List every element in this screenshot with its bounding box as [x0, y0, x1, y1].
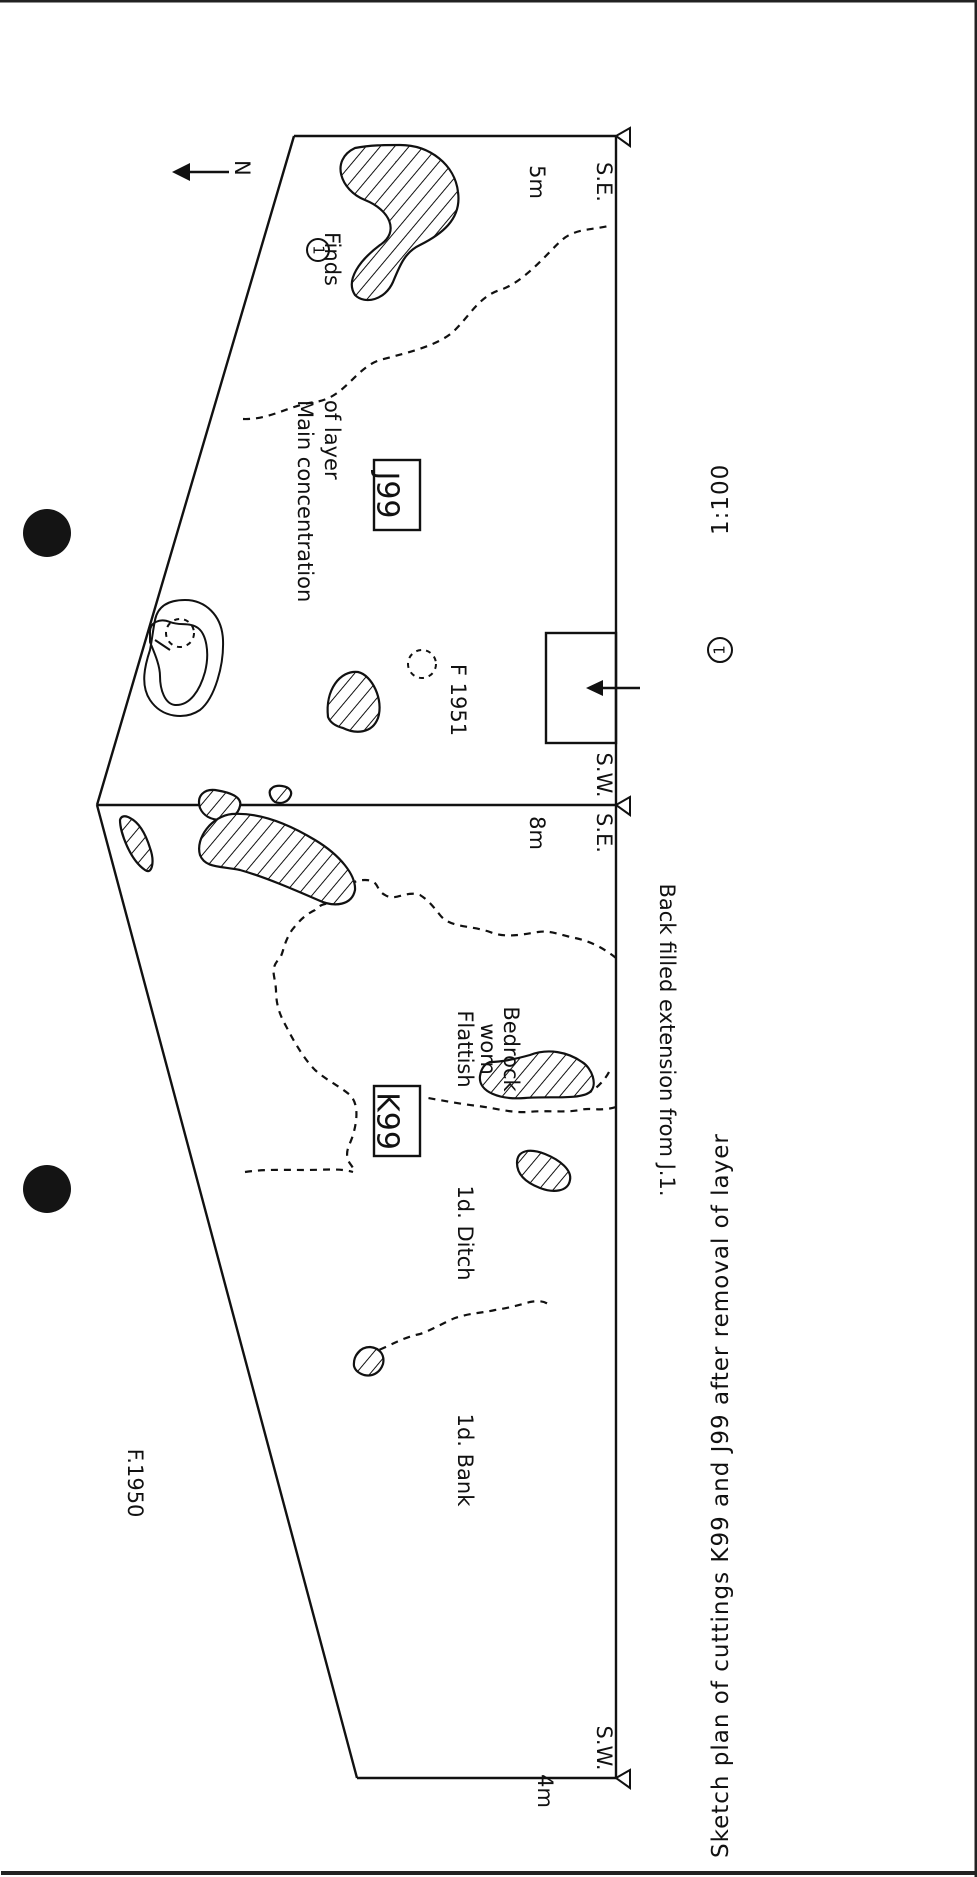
dimension-4m: 4m	[533, 1774, 557, 1808]
dimension-5m: 5m	[525, 165, 549, 199]
punch-hole-bottom	[23, 1165, 71, 1213]
north-label: N	[230, 160, 254, 176]
concentration-label-line1: Main concentration	[293, 400, 317, 602]
concentration-layer-circle: 1	[306, 238, 330, 262]
punch-hole-top	[23, 509, 71, 557]
caption-text: Sketch plan of cuttings K99 and J99 afte…	[708, 1133, 734, 1858]
bedrock-label-line2: worn	[476, 1023, 500, 1075]
corner-se-j99: S.E.	[592, 162, 616, 202]
concentration-layer-number: 1	[310, 245, 328, 255]
ditch-label: 1d. Ditch	[453, 1185, 477, 1280]
corner-sw-j99: S.W.	[592, 752, 616, 797]
cutting-k99-box	[372, 1084, 422, 1158]
north-arrow	[172, 163, 229, 181]
caption-layer-circle: 1	[707, 637, 733, 663]
concentration-label-line2: of layer	[320, 400, 344, 480]
cutting-k99-label: K99	[370, 1092, 405, 1150]
cutting-j99-label: J99	[370, 469, 405, 518]
backfill-label: Back filled extension from J.1.	[655, 884, 679, 1197]
backfill-arrow	[586, 680, 640, 696]
feature-1950-label: F.1950	[123, 1449, 147, 1518]
hatched-patches	[118, 143, 595, 1377]
concentration-label-finds: Finds	[320, 232, 344, 286]
bedrock-label-line1: Flattish	[453, 1010, 477, 1087]
concentration-label-of-layer: of layer	[320, 400, 344, 480]
feature-pit	[143, 598, 225, 717]
feature-1951-outline	[407, 649, 437, 679]
bedrock-label-line3: Bedrock	[499, 1006, 523, 1092]
caption-scale: 1:100	[708, 464, 734, 535]
feature-1951-label: F 1951	[446, 664, 470, 736]
dimension-8m: 8m	[525, 816, 549, 850]
caption-layer-number: 1	[711, 645, 729, 655]
corner-se-k99: S.E.	[592, 813, 616, 853]
corner-markers	[614, 126, 631, 1790]
corner-sw-k99: S.W.	[592, 1725, 616, 1770]
cutting-j99-box	[372, 458, 422, 532]
bank-label: 1d. Bank	[453, 1414, 477, 1508]
caption: Sketch plan of cuttings K99 and J99 afte…	[708, 1133, 734, 1858]
